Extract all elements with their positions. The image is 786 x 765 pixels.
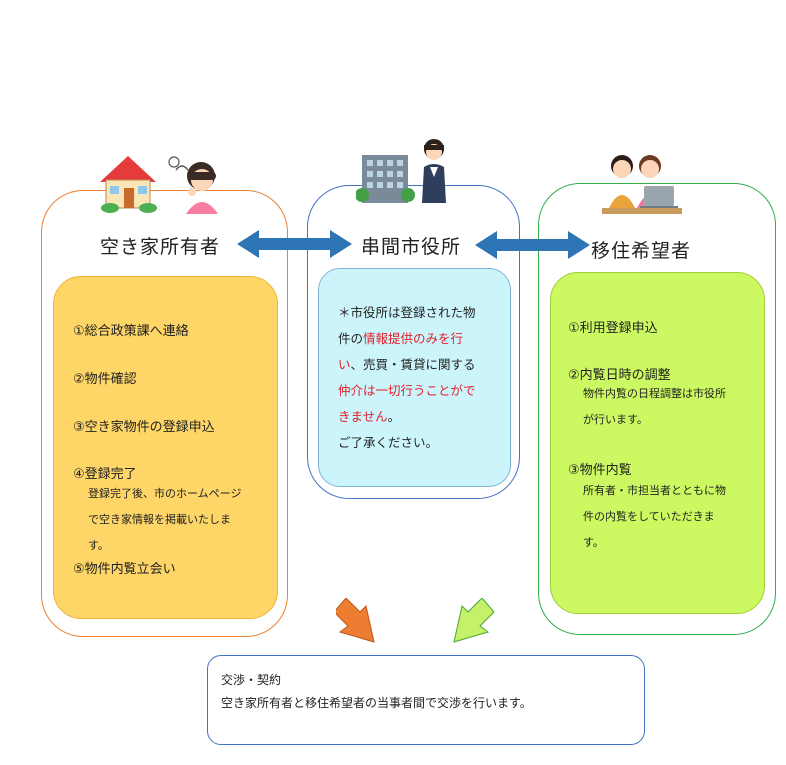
owner-step-4-detail-line: で空き家情報を掲載いたしま <box>88 513 231 526</box>
city-note-line-6: ご了承ください。 <box>338 435 439 450</box>
city-note-text: 。 <box>387 409 401 424</box>
city-illustration <box>356 139 446 203</box>
city-heading: 串間市役所 <box>355 232 468 259</box>
seeker-step-3-detail: 所有者・市担当者とともに物 件の内覧をしていただきま す。 <box>583 478 726 556</box>
owner-step-5: ⑤物件内覧立会い <box>73 562 176 577</box>
seeker-illustration <box>602 155 682 214</box>
worried-woman-icon <box>168 156 218 214</box>
city-seeker-double-arrow <box>475 231 590 259</box>
city-note-text: 件の <box>338 331 364 346</box>
contract-box <box>207 655 645 745</box>
owner-step-4-detail: 登録完了後、市のホームページ で空き家情報を掲載いたしま す。 <box>88 481 241 559</box>
seeker-heading: 移住希望者 <box>585 236 698 263</box>
owner-step-4: ④登録完了 <box>73 467 137 482</box>
city-note-highlight: きません <box>338 409 388 424</box>
city-note-line-1: ＊市役所は登録された物 <box>338 305 476 320</box>
seeker-to-contract-arrow <box>453 598 495 643</box>
seeker-step-2-detail: 物件内覧の日程調整は市役所 が行います。 <box>583 381 726 433</box>
city-note-line-5: きません。 <box>338 404 476 430</box>
seeker-step-2: ②内覧日時の調整 <box>568 368 671 383</box>
contract-title: 交渉・契約 <box>221 673 282 687</box>
owner-step-2: ②物件確認 <box>73 372 137 387</box>
owner-step-1: ①総合政策課へ連絡 <box>73 324 189 339</box>
staff-woman-icon <box>422 139 446 203</box>
city-note-text: 、売買・賃貸に関する <box>350 357 476 372</box>
city-note-highlight: い <box>338 357 351 372</box>
seeker-step-3-detail-line: 件の内覧をしていただきま <box>583 510 715 523</box>
city-note: ＊市役所は登録された物 件の情報提供のみを行 い、売買・賃貸に関する 仲介は一切… <box>338 300 476 456</box>
owner-step-4-detail-line: す。 <box>88 539 109 552</box>
owner-city-double-arrow <box>237 230 352 258</box>
city-note-line-2: 件の情報提供のみを行 <box>338 326 476 352</box>
seeker-step-2-detail-line: が行います。 <box>583 413 648 426</box>
seeker-step-3-detail-line: す。 <box>583 536 604 549</box>
couple-with-laptop-icon <box>602 155 682 214</box>
owner-illustration <box>100 156 218 214</box>
owner-to-contract-arrow <box>336 598 375 643</box>
contract-text: 空き家所有者と移住希望者の当事者間で交渉を行います。 <box>221 696 532 710</box>
city-note-line-3: い、売買・賃貸に関する <box>338 352 476 378</box>
seeker-steps-box <box>550 272 765 614</box>
seeker-step-3: ③物件内覧 <box>568 463 632 478</box>
house-icon <box>100 156 157 213</box>
seeker-step-2-detail-line: 物件内覧の日程調整は市役所 <box>583 387 726 400</box>
city-note-box <box>318 268 511 487</box>
city-note-line-4: 仲介は一切行うことがで <box>338 383 476 398</box>
city-note-highlight: 情報提供のみを行 <box>363 331 464 346</box>
owner-step-3: ③空き家物件の登録申込 <box>73 420 215 435</box>
owner-heading: 空き家所有者 <box>94 232 227 259</box>
owner-steps-box <box>53 276 278 619</box>
city-hall-building-icon <box>356 155 415 203</box>
owner-step-4-detail-line: 登録完了後、市のホームページ <box>88 487 242 500</box>
seeker-step-1: ①利用登録申込 <box>568 321 658 336</box>
seeker-step-3-detail-line: 所有者・市担当者とともに物 <box>583 484 726 497</box>
